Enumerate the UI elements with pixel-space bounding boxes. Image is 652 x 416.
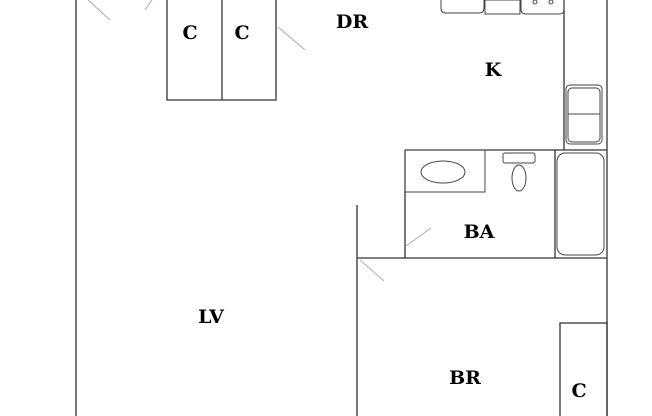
bath-fixtures bbox=[404, 149, 605, 256]
toilet-tank bbox=[502, 152, 536, 164]
stove bbox=[520, 0, 565, 15]
range bbox=[440, 0, 485, 14]
closet-label-2: C bbox=[234, 22, 250, 44]
walls bbox=[75, 0, 608, 416]
kitchen-appliances bbox=[440, 0, 603, 145]
closet-label-3: C bbox=[571, 380, 587, 402]
room-label-dr: DR bbox=[335, 11, 369, 33]
closet-label-1: C bbox=[182, 22, 198, 44]
toilet-icon bbox=[511, 164, 527, 192]
vanity bbox=[404, 149, 486, 193]
room-label-lv: LV bbox=[198, 306, 224, 328]
room-label-k: K bbox=[484, 59, 502, 81]
sink-icon bbox=[420, 160, 466, 184]
room-label-br: BR bbox=[449, 367, 481, 389]
counter bbox=[484, 0, 521, 15]
door-swings bbox=[87, 0, 432, 282]
bathtub-icon bbox=[556, 152, 605, 256]
bedroom-closet bbox=[559, 322, 608, 416]
closets-top bbox=[166, 0, 277, 101]
kitchen-sink bbox=[565, 84, 603, 145]
room-label-ba: BA bbox=[463, 221, 495, 243]
